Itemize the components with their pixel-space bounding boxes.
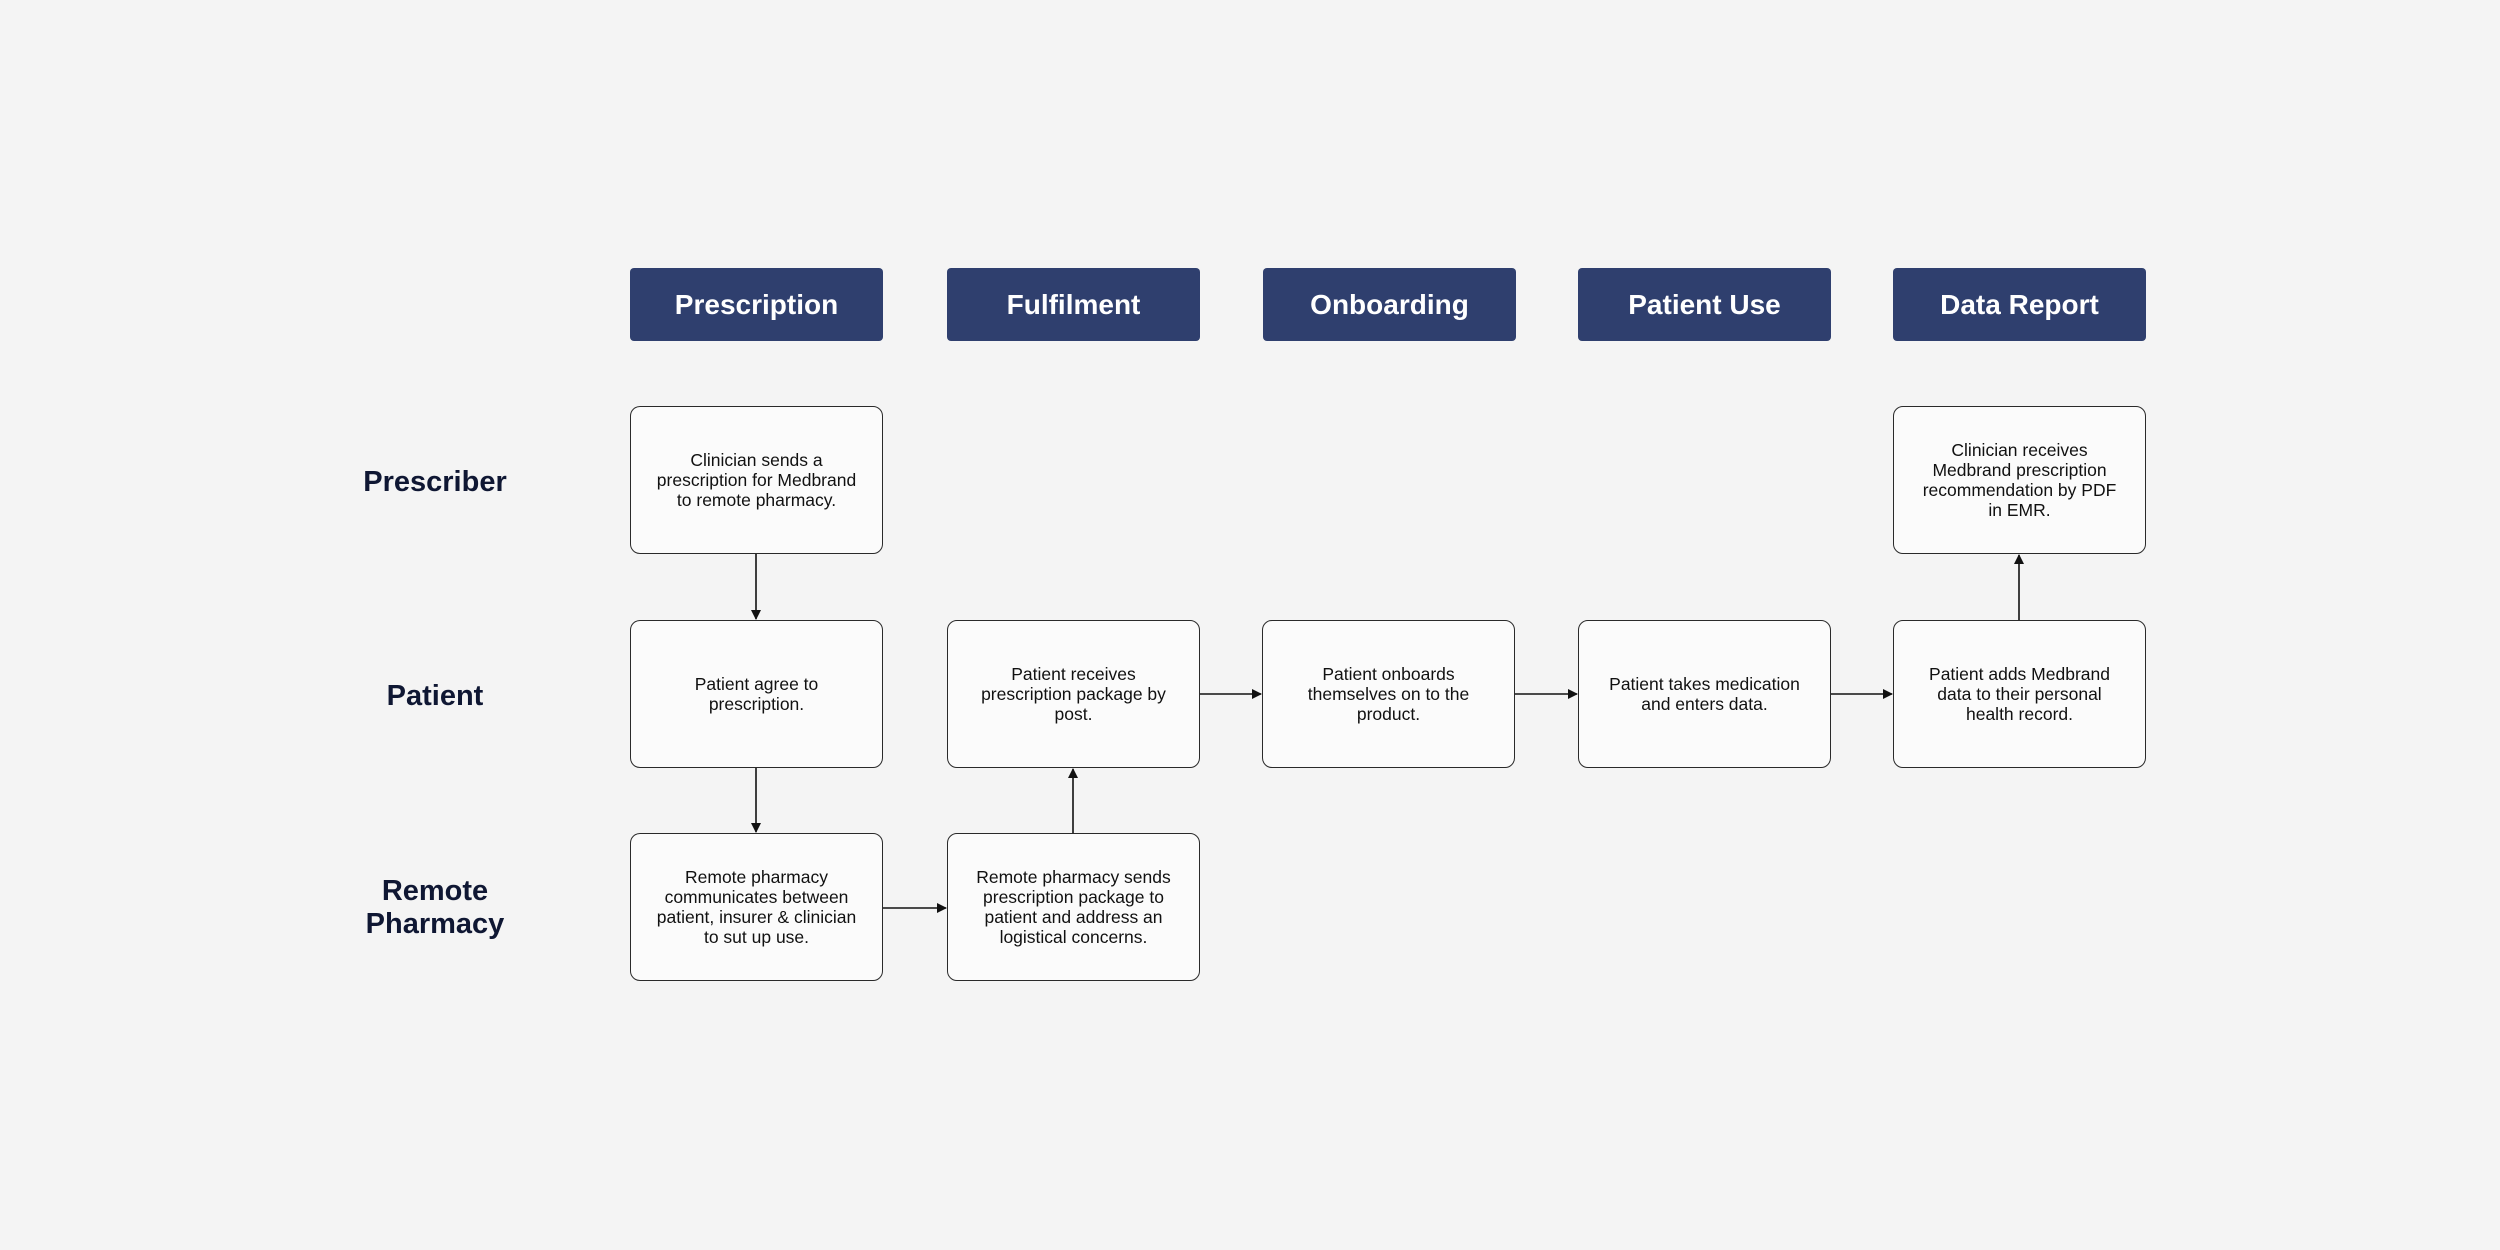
step-pharmacy-prescription: Remote pharmacy communicates between pat… xyxy=(630,833,883,981)
lane-label-remote-pharmacy: Remote Pharmacy xyxy=(365,874,505,940)
step-prescriber-data-report: Clinician receives Medbrand prescription… xyxy=(1893,406,2146,554)
stage-header-prescription: Prescription xyxy=(630,268,883,341)
stage-header-onboarding: Onboarding xyxy=(1263,268,1516,341)
step-patient-data-report: Patient adds Medbrand data to their pers… xyxy=(1893,620,2146,768)
lane-label-prescriber: Prescriber xyxy=(363,465,507,498)
step-patient-use: Patient takes medication and enters data… xyxy=(1578,620,1831,768)
step-patient-fulfilment: Patient receives prescription package by… xyxy=(947,620,1200,768)
lane-label-patient: Patient xyxy=(386,679,484,712)
step-patient-prescription: Patient agree to prescription. xyxy=(630,620,883,768)
step-pharmacy-fulfilment: Remote pharmacy sends prescription packa… xyxy=(947,833,1200,981)
stage-header-patient-use: Patient Use xyxy=(1578,268,1831,341)
stage-header-fulfilment: Fulfilment xyxy=(947,268,1200,341)
step-patient-onboarding: Patient onboards themselves on to the pr… xyxy=(1262,620,1515,768)
step-prescriber-prescription: Clinician sends a prescription for Medbr… xyxy=(630,406,883,554)
stage-header-data-report: Data Report xyxy=(1893,268,2146,341)
